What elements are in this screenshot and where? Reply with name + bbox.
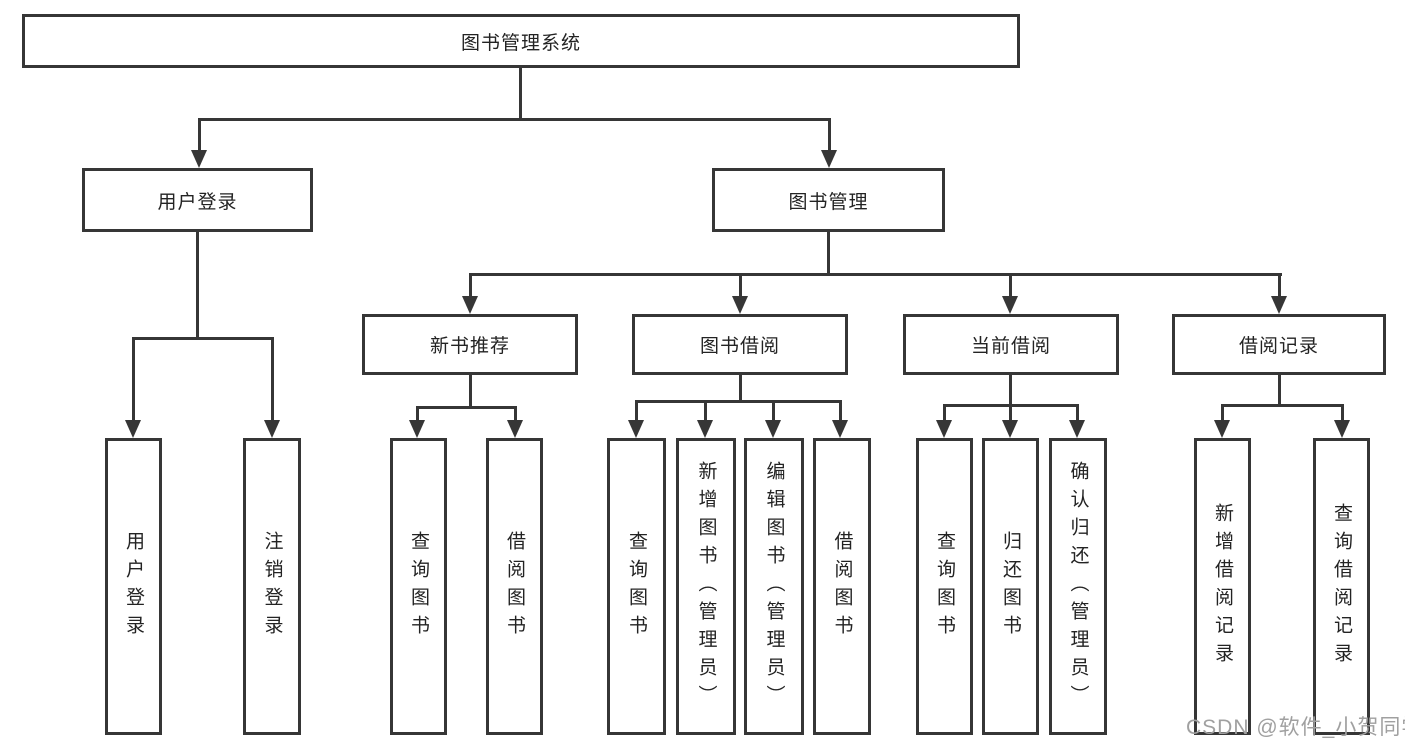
leaf-logout: 注销登录 — [243, 438, 301, 735]
connector-line — [1009, 404, 1012, 422]
connector-line — [1278, 273, 1281, 298]
leaf-borrow-books: 借阅图书 — [813, 438, 871, 735]
connector-line — [772, 400, 775, 422]
leaf-query-books-borrowing: 查询图书 — [607, 438, 666, 735]
node-borrowing-records-label: 借阅记录 — [1238, 336, 1319, 357]
leaf-confirm-return-admin: 确认归还（管理员） — [1049, 438, 1107, 735]
leaf-user-login: 用户登录 — [105, 438, 162, 735]
node-current-borrowing-label: 当前借阅 — [970, 336, 1051, 357]
connector-line — [132, 337, 274, 340]
node-book-borrowing: 图书借阅 — [632, 314, 848, 375]
arrow-down-icon — [125, 420, 141, 438]
connector-line — [1221, 404, 1344, 407]
node-new-book-recommendation-label: 新书推荐 — [429, 336, 510, 357]
node-borrowing-records: 借阅记录 — [1172, 314, 1386, 375]
connector-line — [943, 404, 946, 422]
leaf-query-books-recommend-label: 查询图书 — [408, 530, 429, 643]
leaf-user-login-label: 用户登录 — [123, 530, 144, 643]
node-library-management-system: 图书管理系统 — [22, 14, 1020, 68]
arrow-down-icon — [1069, 420, 1085, 438]
leaf-add-borrow-record: 新增借阅记录 — [1194, 438, 1251, 735]
node-current-borrowing: 当前借阅 — [903, 314, 1119, 375]
leaf-add-borrow-record-label: 新增借阅记录 — [1212, 502, 1233, 671]
leaf-query-books-current-label: 查询图书 — [934, 530, 955, 643]
connector-line — [839, 400, 842, 422]
arrow-down-icon — [462, 296, 478, 314]
connector-line — [739, 373, 742, 403]
leaf-return-books: 归还图书 — [982, 438, 1039, 735]
connector-line — [198, 118, 831, 121]
connector-line — [416, 406, 419, 422]
connector-line — [416, 406, 517, 409]
node-book-borrowing-label: 图书借阅 — [699, 336, 780, 357]
leaf-logout-label: 注销登录 — [261, 530, 283, 643]
node-new-book-recommendation: 新书推荐 — [362, 314, 578, 375]
arrow-down-icon — [1334, 420, 1350, 438]
connector-line — [1009, 273, 1012, 298]
connector-line — [514, 406, 517, 422]
connector-line — [469, 273, 1282, 276]
connector-line — [1009, 373, 1012, 407]
connector-line — [704, 400, 707, 422]
leaf-add-books-admin: 新增图书（管理员） — [676, 438, 736, 735]
connector-line — [635, 400, 842, 403]
node-user-login-label: 用户登录 — [157, 191, 238, 213]
connector-line — [1221, 404, 1224, 422]
leaf-query-borrow-record-label: 查询借阅记录 — [1331, 502, 1352, 671]
arrow-down-icon — [1002, 296, 1018, 314]
leaf-confirm-return-admin-label: 确认归还（管理员） — [1067, 460, 1089, 713]
arrow-down-icon — [1214, 420, 1230, 438]
arrow-down-icon — [936, 420, 952, 438]
arrow-down-icon — [1002, 420, 1018, 438]
connector-line — [271, 337, 274, 423]
leaf-borrow-books-label: 借阅图书 — [831, 530, 853, 643]
leaf-borrow-books-recommend: 借阅图书 — [486, 438, 543, 735]
leaf-query-books-borrowing-label: 查询图书 — [626, 530, 647, 643]
connector-line — [1278, 373, 1281, 407]
leaf-return-books-label: 归还图书 — [1000, 530, 1021, 643]
arrow-down-icon — [507, 420, 523, 438]
connector-line — [469, 273, 472, 298]
arrow-down-icon — [628, 420, 644, 438]
node-library-management-system-label: 图书管理系统 — [460, 32, 581, 54]
arrow-down-icon — [191, 150, 207, 168]
leaf-edit-books-admin: 编辑图书（管理员） — [744, 438, 804, 735]
arrow-down-icon — [765, 420, 781, 438]
arrow-down-icon — [821, 150, 837, 168]
connector-line — [196, 230, 199, 340]
leaf-query-borrow-record: 查询借阅记录 — [1313, 438, 1370, 735]
arrow-down-icon — [732, 296, 748, 314]
node-book-management: 图书管理 — [712, 168, 945, 232]
connector-line — [635, 400, 638, 422]
connector-line — [198, 118, 201, 154]
connector-line — [827, 230, 830, 276]
connector-line — [1076, 404, 1079, 422]
arrow-down-icon — [832, 420, 848, 438]
arrow-down-icon — [697, 420, 713, 438]
leaf-query-books-current: 查询图书 — [916, 438, 973, 735]
connector-line — [132, 337, 135, 423]
leaf-borrow-books-recommend-label: 借阅图书 — [504, 530, 525, 643]
arrow-down-icon — [1271, 296, 1287, 314]
leaf-query-books-recommend: 查询图书 — [390, 438, 447, 735]
leaf-edit-books-admin-label: 编辑图书（管理员） — [763, 460, 785, 713]
arrow-down-icon — [264, 420, 280, 438]
connector-line — [739, 273, 742, 298]
connector-line — [519, 66, 522, 121]
node-user-login: 用户登录 — [82, 168, 313, 232]
node-book-management-label: 图书管理 — [788, 191, 869, 213]
connector-line — [1341, 404, 1344, 422]
csdn-watermark: CSDN @软件_小贺同学 — [1186, 716, 1405, 739]
connector-line — [828, 118, 831, 154]
leaf-add-books-admin-label: 新增图书（管理员） — [695, 460, 717, 713]
arrow-down-icon — [409, 420, 425, 438]
connector-line — [469, 373, 472, 409]
